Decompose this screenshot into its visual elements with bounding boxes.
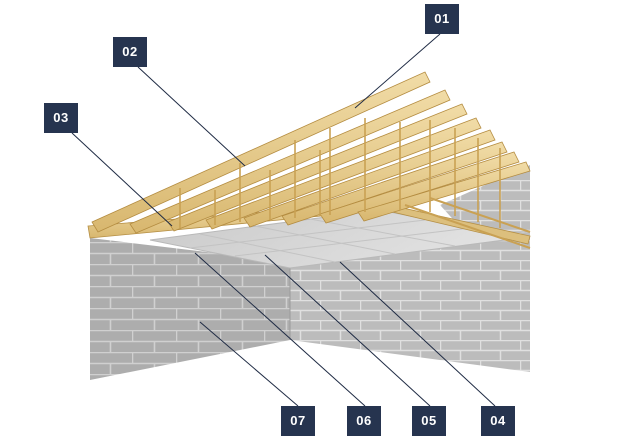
rafter (129, 89, 451, 234)
leader-lines (71, 33, 496, 407)
leader-line-05 (264, 254, 431, 407)
callout-03[interactable]: 03 (44, 103, 78, 133)
callout-05[interactable]: 05 (412, 406, 446, 436)
truss-webs (179, 118, 501, 228)
ceiling-board-joints (189, 218, 471, 263)
rafter (205, 117, 482, 230)
leader-line-02 (137, 66, 246, 167)
callout-04[interactable]: 04 (481, 406, 515, 436)
leader-line-06 (194, 252, 366, 407)
back-gable-wall (440, 165, 530, 238)
leader-line-03 (71, 132, 173, 227)
leader-line-07 (199, 321, 299, 407)
rafter (167, 103, 468, 232)
leader-line-01 (354, 33, 441, 109)
rafter (281, 141, 508, 226)
rafter (91, 71, 431, 233)
left-blockwork-wall (90, 238, 290, 380)
roof-trusses (91, 71, 531, 234)
callout-02[interactable]: 02 (113, 37, 147, 67)
roof-battens (404, 197, 531, 249)
rafter (243, 129, 496, 228)
blockwork-walls (90, 165, 530, 380)
rafter (357, 161, 531, 222)
left-wall-shade (90, 238, 290, 380)
leader-line-04 (339, 261, 496, 407)
right-blockwork-wall (290, 232, 530, 372)
callout-06[interactable]: 06 (347, 406, 381, 436)
rafter (319, 151, 520, 224)
callout-01[interactable]: 01 (425, 4, 459, 34)
callout-07[interactable]: 07 (281, 406, 315, 436)
